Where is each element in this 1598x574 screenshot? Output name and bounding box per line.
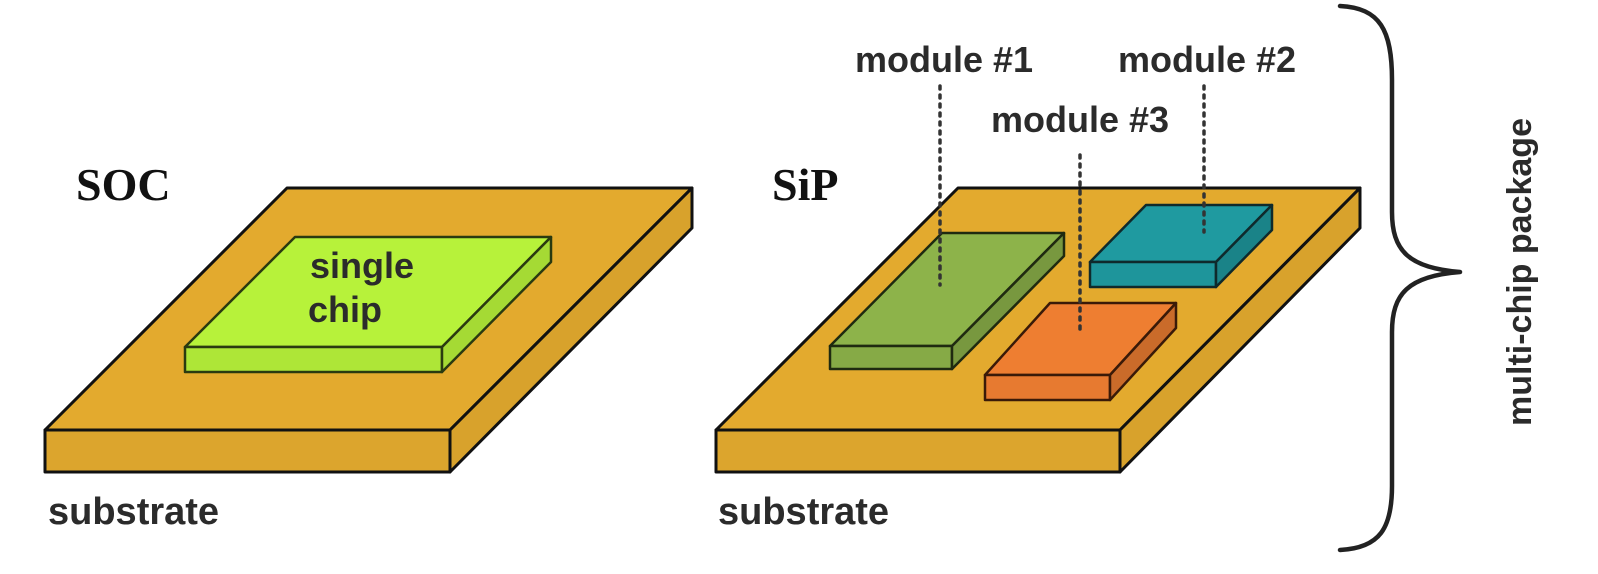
single-chip: [183, 235, 553, 374]
curly-brace: [1337, 3, 1463, 553]
module-3-label: module #3: [991, 99, 1169, 140]
soc-substrate-side: [448, 186, 694, 474]
soc-substrate-label: substrate: [48, 491, 219, 533]
module-3-side: [1108, 301, 1178, 402]
module-2-side: [1214, 203, 1274, 289]
single-chip-front: [183, 345, 444, 374]
soc-title: SOC: [76, 159, 171, 210]
module-1-front: [828, 344, 954, 371]
module-2-front: [1088, 260, 1218, 289]
module-3-front: [983, 373, 1112, 402]
soc-group: SOC single chip substrate: [43, 159, 694, 533]
module-2-label: module #2: [1118, 39, 1296, 80]
single-chip-side: [440, 235, 553, 374]
module-1-block: [828, 231, 1066, 371]
sip-title: SiP: [772, 159, 838, 210]
module-2-block: [1088, 203, 1274, 289]
sip-substrate-label: substrate: [718, 491, 889, 533]
single-chip-label-line1: single: [310, 245, 414, 286]
single-chip-label-line2: chip: [308, 289, 382, 330]
sip-substrate-front: [714, 428, 1122, 474]
sip-substrate-side: [1118, 186, 1362, 474]
sip-group: SiP module: [714, 39, 1362, 533]
multi-chip-package-label: multi-chip package: [1501, 118, 1539, 426]
module-1-label: module #1: [855, 39, 1033, 80]
module-3-block: [983, 301, 1178, 402]
soc-substrate-front: [43, 428, 452, 474]
module-1-side: [950, 231, 1066, 371]
